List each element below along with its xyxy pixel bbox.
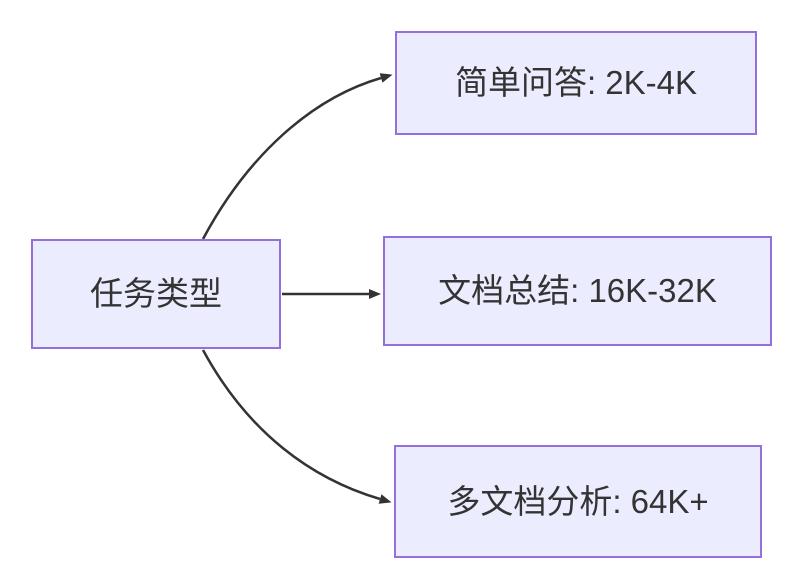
edge-root-to-simple-qa-arrow [201, 73, 393, 240]
node-simple-qa: 简单问答: 2K-4K [395, 31, 757, 135]
node-doc-summary: 文档总结: 16K-32K [383, 236, 772, 346]
node-task-type: 任务类型 [31, 239, 281, 349]
edge-root-to-multidoc-arrow [201, 349, 392, 504]
node-multidoc-analysis: 多文档分析: 64K+ [394, 445, 762, 558]
